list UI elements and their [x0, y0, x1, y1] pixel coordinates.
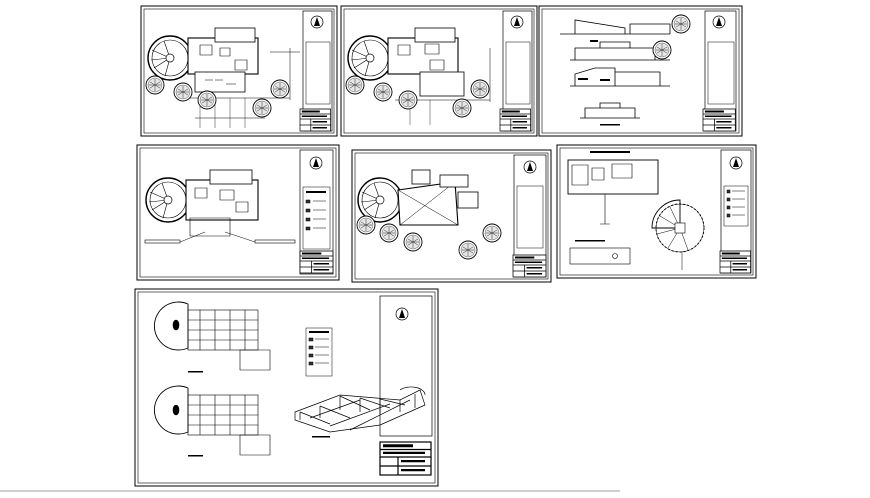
isometric-structure — [294, 386, 426, 438]
tree-symbol-icon — [173, 82, 193, 102]
north-arrow-icon — [510, 15, 524, 29]
tree-symbol-icon — [458, 240, 478, 260]
sheet-1[interactable] — [140, 5, 338, 137]
tree-symbol-icon — [145, 75, 165, 95]
north-arrow-icon — [309, 156, 323, 170]
tree-symbol-icon — [356, 215, 376, 235]
floor-plan — [144, 169, 296, 244]
north-arrow-icon — [729, 156, 743, 170]
tree-symbol-icon — [373, 82, 393, 102]
legend — [723, 185, 749, 227]
sheet-3[interactable] — [538, 5, 743, 137]
tree-symbol-icon — [252, 98, 272, 118]
tree-symbol-icon — [470, 79, 490, 99]
tree-symbol-icon — [398, 90, 418, 110]
sheet-2[interactable] — [340, 5, 538, 137]
title-block — [379, 441, 432, 476]
north-arrow-icon — [395, 307, 409, 321]
legend — [305, 327, 333, 377]
structural-plan-lower — [153, 385, 271, 457]
tree-symbol-icon — [379, 223, 399, 243]
north-arrow-icon — [523, 160, 537, 174]
tree-symbol-icon — [270, 79, 290, 99]
sheet-6[interactable] — [556, 144, 757, 279]
sheet-5[interactable] — [351, 149, 552, 283]
tree-symbol-icon — [345, 75, 365, 95]
tree-symbol-icon — [452, 98, 472, 118]
tree-symbol-icon — [652, 40, 672, 60]
north-arrow-icon — [712, 15, 726, 29]
tree-symbol-icon — [403, 232, 423, 252]
detail-plans — [567, 151, 705, 270]
tree-symbol-icon — [671, 14, 691, 34]
elevations — [560, 19, 671, 126]
footer-rule — [0, 490, 620, 492]
structural-plan-upper — [153, 301, 271, 373]
legend — [302, 186, 331, 250]
tree-symbol-icon — [482, 223, 502, 243]
floor-plan — [347, 27, 491, 125]
sheet-7[interactable] — [134, 288, 439, 487]
north-arrow-icon — [310, 15, 324, 29]
sheet-4[interactable] — [136, 144, 340, 281]
floor-plan — [147, 27, 300, 128]
tree-symbol-icon — [197, 90, 217, 110]
roof-plan — [357, 169, 479, 226]
